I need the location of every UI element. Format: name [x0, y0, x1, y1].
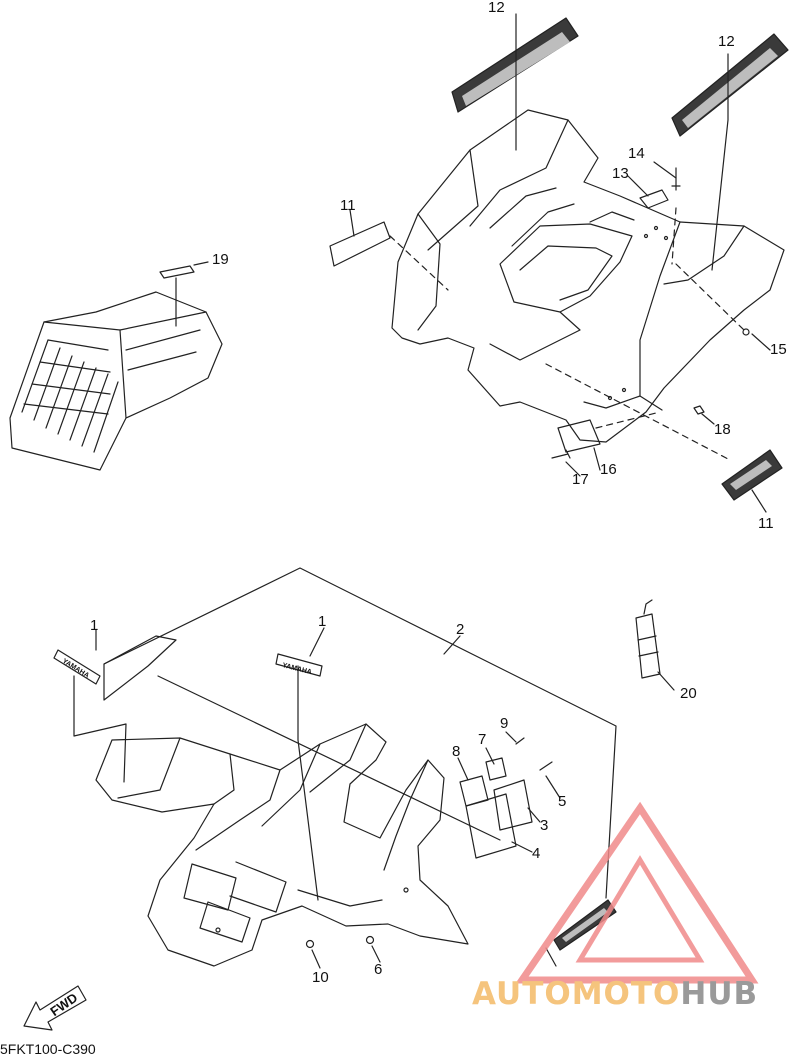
- leader-9: [505, 731, 517, 743]
- leader-10: [311, 949, 321, 969]
- leader-decal: [545, 947, 557, 967]
- callout-19: 19: [212, 251, 229, 268]
- watermark-part2: HUB: [680, 976, 759, 1012]
- grommet-15: [742, 328, 750, 336]
- guard-piece-left: [103, 635, 177, 701]
- plate-4: [465, 793, 517, 859]
- leader-19: [193, 261, 209, 266]
- callout-12a: 12: [488, 0, 505, 16]
- leader-6: [371, 945, 381, 963]
- leader-18: [701, 413, 715, 425]
- plate-8: [459, 775, 489, 807]
- callout-20: 20: [680, 685, 697, 702]
- callout-4: 4: [532, 845, 541, 862]
- screw-9: [515, 737, 525, 745]
- callout-17: 17: [572, 471, 589, 488]
- leader-7: [485, 747, 495, 765]
- leader-5: [545, 775, 561, 799]
- leader-20: [657, 671, 675, 691]
- leader-11a: [349, 209, 355, 237]
- callout-6: 6: [374, 961, 383, 978]
- callout-15: 15: [770, 341, 787, 358]
- callout-18: 18: [714, 421, 731, 438]
- screw-5: [539, 761, 553, 771]
- plate-7: [485, 757, 507, 781]
- callout-13: 13: [612, 165, 629, 182]
- front-grille-panel: [9, 291, 223, 471]
- clip-18: [693, 405, 705, 415]
- decal-12-left: [451, 17, 579, 113]
- callout-7: 7: [478, 731, 487, 748]
- nut-6: [365, 935, 375, 945]
- pin-14: [671, 167, 681, 191]
- callout-9: 9: [500, 715, 509, 732]
- fwd-arrow-icon: [23, 985, 87, 1031]
- nut-10: [305, 939, 315, 949]
- small-decal-19: [159, 265, 195, 279]
- leader-12b: [711, 53, 729, 271]
- leader-2: [443, 635, 461, 655]
- callout-12b: 12: [718, 33, 735, 50]
- plate-3: [493, 779, 533, 831]
- callout-2: 2: [456, 621, 465, 638]
- decal-lower-right: [553, 899, 617, 951]
- front-fender: [95, 723, 469, 967]
- callout-16: 16: [600, 461, 617, 478]
- decal-12-right: [671, 33, 789, 137]
- leader-3: [527, 807, 541, 823]
- yamaha-text-right: YAMAHA: [282, 662, 313, 676]
- rear-fender: [391, 109, 785, 443]
- drawing-code: 5FKT100-C390: [0, 1041, 96, 1057]
- yamaha-decal-1-left: [53, 649, 101, 685]
- watermark-part1: AUTOMOTO: [472, 976, 681, 1012]
- label-tag-20: [635, 599, 661, 679]
- callout-1b: 1: [318, 613, 327, 630]
- assembly-lines-top: [389, 207, 745, 461]
- leader-16: [593, 447, 601, 471]
- leader-17: [565, 461, 581, 477]
- callout-3: 3: [540, 817, 549, 834]
- callout-5: 5: [558, 793, 567, 810]
- yamaha-decal-1-right: [275, 653, 323, 677]
- leader-8: [457, 757, 469, 781]
- plate-13: [639, 189, 669, 209]
- decal-11-left: [329, 221, 391, 267]
- screw-17: [551, 449, 571, 459]
- leader-14: [653, 161, 677, 179]
- leader-15: [751, 333, 771, 351]
- reflector-16: [557, 419, 601, 453]
- assembly-frame: [73, 567, 617, 901]
- watermark-text: AUTOMOTOHUB: [472, 976, 758, 1012]
- callout-14: 14: [628, 145, 645, 162]
- decal-11-right: [721, 449, 783, 501]
- leader-4: [511, 841, 533, 853]
- leader-11b: [751, 489, 767, 513]
- callout-11b: 11: [758, 515, 774, 532]
- callout-8: 8: [452, 743, 461, 760]
- callout-1a: 1: [90, 617, 99, 634]
- callout-11a: 11: [340, 197, 356, 214]
- watermark-logo-icon: [515, 801, 759, 984]
- callout-10: 10: [312, 969, 329, 986]
- leader-1b: [309, 627, 325, 657]
- leader-13: [627, 175, 649, 197]
